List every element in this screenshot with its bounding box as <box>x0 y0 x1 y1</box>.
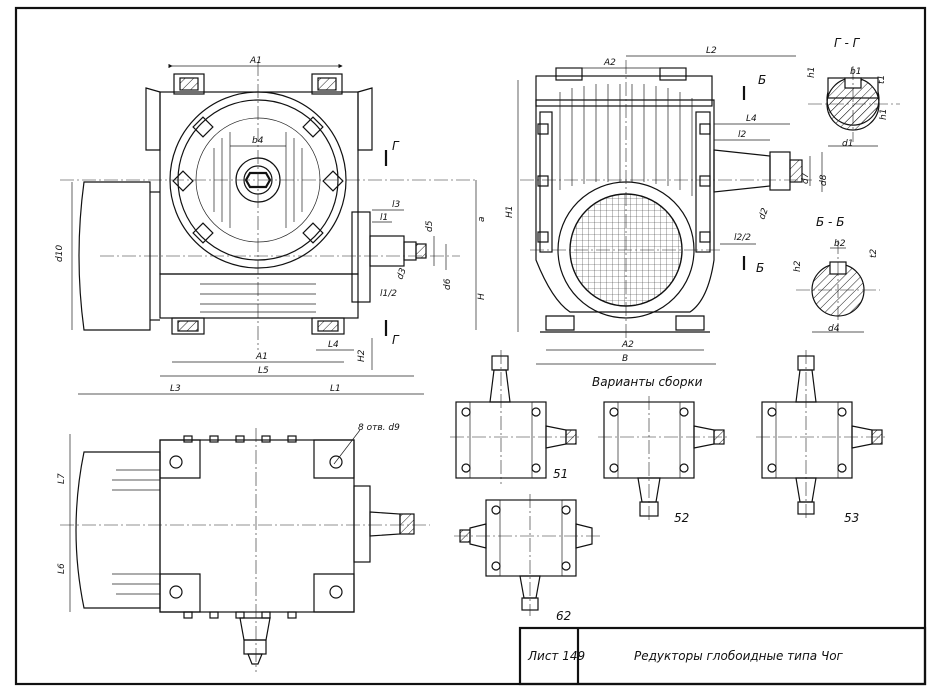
variants-caption: Варианты сборки <box>592 375 703 389</box>
dim-b2: b2 <box>834 239 846 249</box>
variant-label-62: 62 <box>556 609 571 623</box>
dim-l2-small: l2 <box>738 130 747 140</box>
dim-l2-half: l2/2 <box>734 233 751 243</box>
dim-l5: L5 <box>258 366 269 376</box>
top-fins <box>183 435 297 619</box>
cut-label-b-top: Б <box>758 73 766 87</box>
plan-housing <box>159 439 355 613</box>
flange <box>351 211 371 303</box>
dim-a2-bottom: A2 <box>621 340 634 350</box>
plan-view: 8 отв. d9 L7 L6 <box>57 423 430 672</box>
section-b-b-title: Б - Б <box>816 215 844 229</box>
front-view: Г Г A1 b4 d10 A1 L5 L3 L1 L4 H2 a H l3 l… <box>55 56 487 395</box>
dim-l6: L6 <box>57 563 67 574</box>
side-housing <box>535 99 715 313</box>
dim-l3-small: l3 <box>392 200 401 210</box>
cover-bolts <box>172 116 344 244</box>
dim-l1-half: l1/2 <box>380 289 397 299</box>
dim-b4: b4 <box>252 136 264 146</box>
dim-t1: t1 <box>877 75 887 84</box>
variant-51: 51 <box>450 350 580 484</box>
drawing-title: Редукторы глобоидные типа Чог <box>634 649 844 663</box>
variant-label-51: 51 <box>553 467 568 481</box>
cut-label-g-bottom: Г <box>392 333 400 347</box>
dim-a1-bottom: A1 <box>255 352 268 362</box>
section-b-b: Б - Б b2 t2 h2 d4 <box>793 215 880 334</box>
dim-l4: L4 <box>328 340 339 350</box>
sheet-frame <box>14 6 927 686</box>
dim-d5: d5 <box>425 220 435 232</box>
dim-holes: 8 отв. d9 <box>358 423 400 433</box>
plan-bottom-shaft <box>243 639 267 655</box>
gearbox-housing <box>159 91 359 275</box>
dim-h1-right: h1 <box>879 109 889 120</box>
side-view: Б Б A2 L2 L4 l2 l2/2 H1 A2 B d7 d8 d2 <box>505 46 829 365</box>
variant-62: 62 <box>454 494 602 623</box>
dim-h: H <box>477 293 487 300</box>
dim-l2: L2 <box>706 46 717 56</box>
dim-d2: d2 <box>757 207 770 221</box>
right-foot <box>311 317 345 335</box>
cut-label-b-bottom: Б <box>756 261 764 275</box>
dim-a1-top: A1 <box>249 56 262 66</box>
dim-l7: L7 <box>57 473 67 484</box>
output-shaft <box>369 235 405 267</box>
side-bolts <box>537 123 711 243</box>
dim-d3: d3 <box>395 267 408 281</box>
dim-d8: d8 <box>819 174 829 186</box>
dim-a: a <box>477 216 487 222</box>
dim-h1-sec: h1 <box>807 67 817 78</box>
dim-t2: t2 <box>869 248 879 258</box>
dim-h2-sec: h2 <box>793 260 803 272</box>
dim-l1-small: l1 <box>380 213 388 223</box>
dim-b: B <box>622 354 628 364</box>
mounting-holes <box>169 455 343 599</box>
left-foot <box>171 317 205 335</box>
dim-l3: L3 <box>170 384 181 394</box>
dim-a2-top: A2 <box>603 58 616 68</box>
dim-side-l4: L4 <box>746 114 757 124</box>
dim-d10: d10 <box>55 245 65 262</box>
sheet-number: Лист 149 <box>527 649 585 663</box>
plan-motor <box>75 451 161 609</box>
assembly-variants: Варианты сборки 51 52 <box>450 350 888 623</box>
dim-d1: d1 <box>842 139 853 149</box>
title-block: Лист 149 Редукторы глобоидные типа Чог <box>518 626 927 686</box>
section-g-g: Г - Г b1 h1 t1 h1 d1 <box>807 36 900 149</box>
dim-d4: d4 <box>828 324 840 334</box>
dim-d6: d6 <box>443 278 453 290</box>
variant-52: 52 <box>598 396 730 525</box>
dim-d7: d7 <box>801 172 811 184</box>
variant-label-52: 52 <box>674 511 689 525</box>
side-output-cone <box>713 149 771 193</box>
plan-motor-fins <box>112 469 160 595</box>
variant-label-53: 53 <box>844 511 859 525</box>
section-g-g-title: Г - Г <box>834 36 861 50</box>
dim-h1: H1 <box>505 206 515 219</box>
motor-body <box>78 181 151 331</box>
dim-b1: b1 <box>850 67 861 77</box>
side-ribs <box>559 84 693 196</box>
dim-h2: H2 <box>357 349 367 362</box>
variant-53: 53 <box>756 350 888 525</box>
cut-label-g-top: Г <box>392 139 400 153</box>
dim-l1: L1 <box>330 384 341 394</box>
